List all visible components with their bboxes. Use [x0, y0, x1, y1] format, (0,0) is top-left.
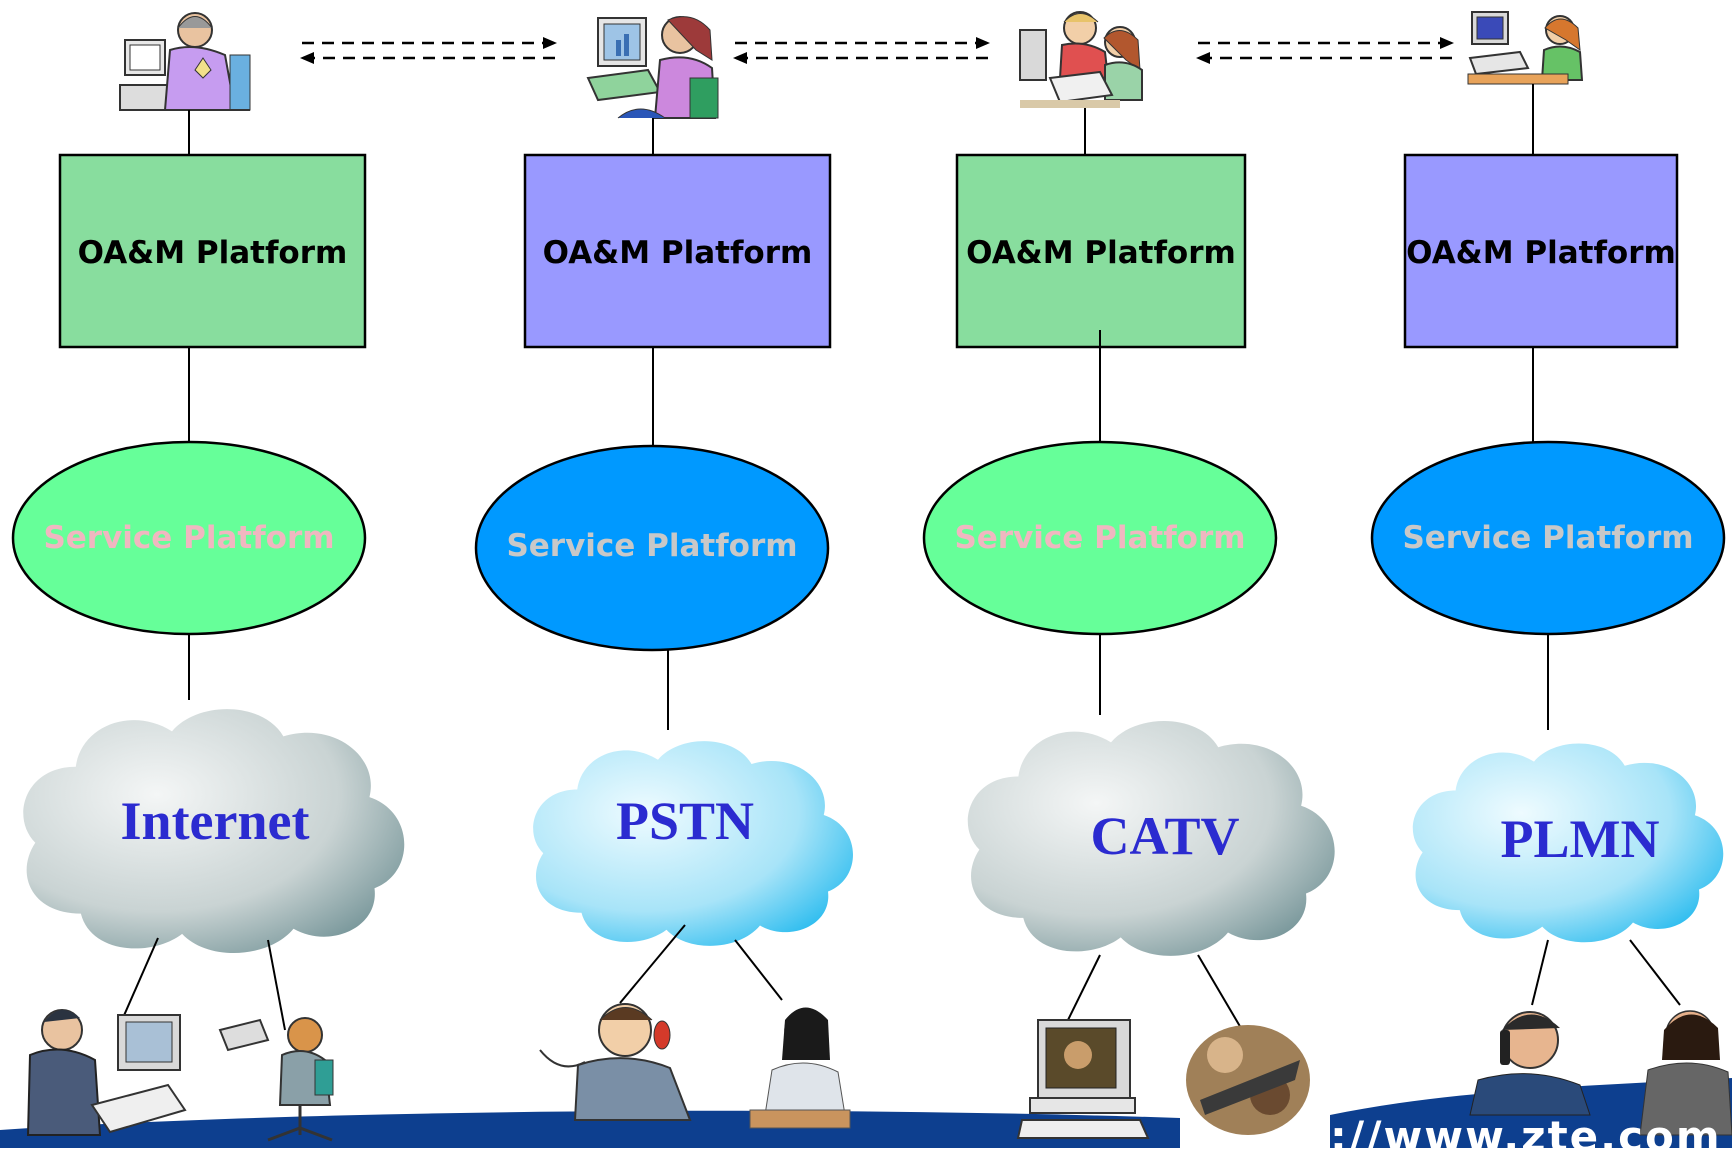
connector-line — [267, 939, 286, 1031]
operator-workstation-icon — [586, 16, 719, 119]
oam-platform-box — [523, 153, 832, 349]
oam-platform-box — [1403, 153, 1679, 349]
operator-workstation-icon — [119, 12, 251, 111]
mobile-user-icon — [1469, 1011, 1591, 1116]
oam-platform-label: OA&M Platform — [77, 235, 348, 271]
desktop-user-icon — [26, 1009, 187, 1136]
operator-workstation-icon — [1467, 11, 1584, 85]
column-pstn — [474, 16, 853, 1129]
peer-arrows — [300, 37, 1454, 64]
service-platform-label: Service Platform — [954, 520, 1246, 556]
telephone-user-icon — [539, 1003, 692, 1121]
network-label: PLMN — [1500, 809, 1660, 869]
network-label: Internet — [120, 791, 310, 851]
connector-line — [1067, 954, 1101, 1021]
network-label: CATV — [1090, 806, 1240, 866]
operator-workstation-icon — [1019, 11, 1143, 108]
phone-office-worker-icon — [749, 1007, 851, 1129]
footer-url: ://www.zte.com — [1330, 1112, 1722, 1161]
network-label: PSTN — [615, 791, 755, 851]
tv-terminal-icon — [1016, 1019, 1150, 1139]
connector-line — [1629, 939, 1681, 1006]
oam-platform-label: OA&M Platform — [1406, 235, 1676, 271]
column-internet — [11, 12, 405, 1142]
column-catv — [922, 11, 1335, 1139]
connector-line — [619, 924, 686, 1004]
video-photo-icon — [1186, 1025, 1310, 1135]
connector-line — [734, 939, 783, 1001]
connector-line — [1531, 939, 1549, 1006]
laptop-user-icon — [218, 1017, 334, 1142]
connector-line — [121, 937, 159, 1021]
service-platform-ellipse — [474, 444, 830, 652]
oam-platform-label: OA&M Platform — [542, 235, 813, 271]
oam-platform-box — [58, 153, 367, 349]
mobile-woman-icon — [1639, 1010, 1732, 1136]
oam-platform-label: OA&M Platform — [966, 235, 1236, 271]
service-platform-label: Service Platform — [43, 520, 335, 556]
service-platform-label: Service Platform — [506, 528, 798, 564]
service-platform-label: Service Platform — [1402, 520, 1694, 556]
oam-platform-box — [955, 153, 1247, 349]
column-plmn — [1370, 11, 1732, 1136]
